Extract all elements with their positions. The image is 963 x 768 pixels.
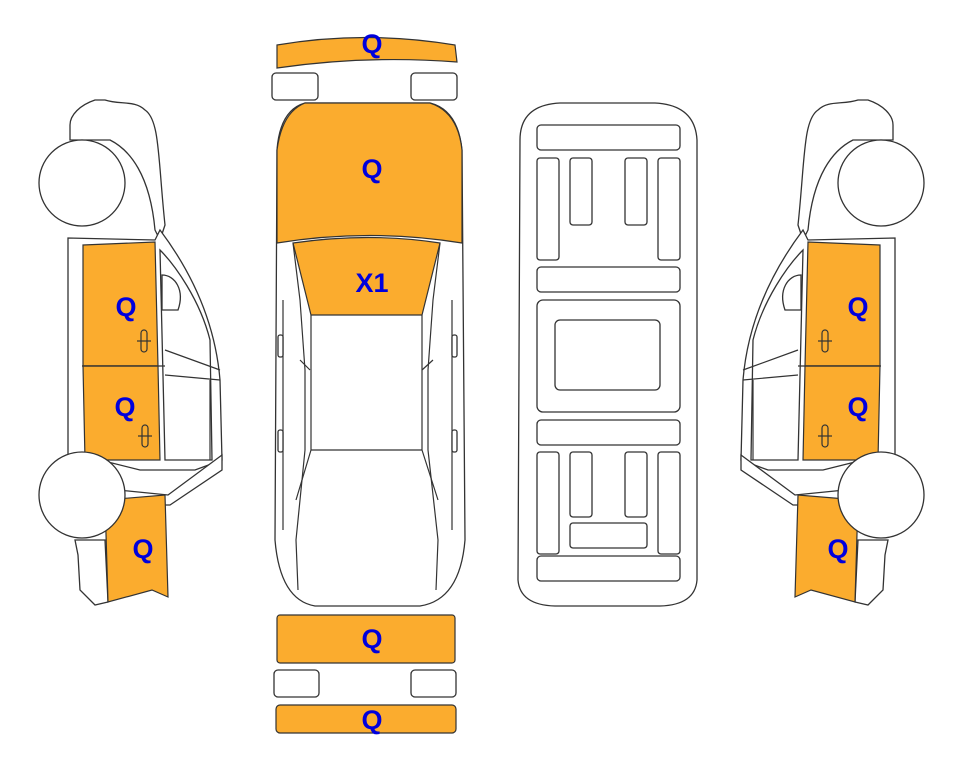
rear-bumper-label: Q	[361, 624, 382, 654]
left-rear-quarter-panel[interactable]	[104, 494, 169, 603]
top-view: Q Q X1 Q Q	[271, 29, 466, 735]
left-side-view: Q Q Q	[38, 99, 223, 606]
front-bumper-label: Q	[361, 29, 382, 59]
hood-panel[interactable]	[276, 102, 463, 244]
right-rear-quarter-panel[interactable]	[794, 494, 859, 603]
front-left-light	[271, 72, 319, 101]
left-front-door-label: Q	[115, 292, 136, 322]
rear-strip-panel[interactable]	[275, 704, 457, 734]
rear-strip-label: Q	[361, 705, 382, 735]
right-front-door-panel[interactable]	[804, 241, 881, 367]
door-handle-icon	[818, 424, 832, 448]
right-side-view	[740, 99, 925, 606]
hood-label: Q	[361, 154, 382, 184]
windshield-label: X1	[355, 268, 388, 298]
door-handle-icon	[137, 329, 151, 353]
left-rear-quarter-label: Q	[132, 534, 153, 564]
left-rear-door-label: Q	[114, 392, 135, 422]
front-bumper-panel[interactable]	[276, 36, 458, 69]
door-handle-icon	[818, 329, 832, 353]
right-rear-quarter-label: Q	[827, 534, 848, 564]
rear-bumper-panel[interactable]	[276, 614, 456, 664]
front-right-light	[410, 72, 458, 101]
right-front-door-label: Q	[847, 292, 868, 322]
underbody-view	[517, 102, 698, 607]
right-rear-door-label: Q	[847, 392, 868, 422]
rear-right-light	[410, 669, 457, 698]
rear-left-light	[273, 669, 320, 698]
door-handle-icon	[138, 424, 152, 448]
